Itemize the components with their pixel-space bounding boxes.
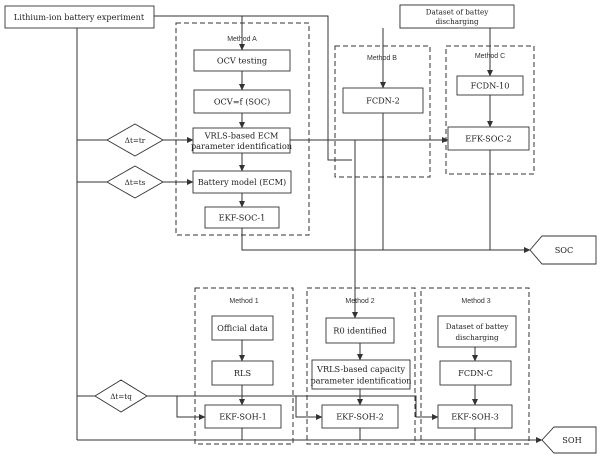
fcdn-10-label: FCDN-10 bbox=[471, 81, 510, 91]
official-data-node: Official data bbox=[211, 315, 274, 341]
dt-tq-to-ekfsoh1-arrow bbox=[147, 395, 206, 420]
dt-tq-to-ekfsoh2-arrow bbox=[177, 395, 323, 420]
fcdn-c-label: FCDN-C bbox=[458, 368, 493, 378]
method-b-label: Method B bbox=[367, 55, 397, 62]
dt-ts-decision: Δt=ts bbox=[106, 165, 164, 199]
vrls-ecm-line-2: parameter identification bbox=[191, 141, 293, 151]
ekf-soc-1-label: EKF-SOC-1 bbox=[219, 213, 266, 223]
fcdn-c-node: FCDN-C bbox=[439, 360, 512, 386]
battery-model-label: Battery model (ECM) bbox=[198, 177, 286, 187]
method-c-label: Method C bbox=[475, 53, 505, 60]
dt-tq-decision: Δt=tq bbox=[94, 379, 148, 413]
official-data-label: Official data bbox=[217, 323, 268, 333]
ekf-soh-3-label: EKF-SOH-3 bbox=[451, 412, 499, 422]
efk-soc-2-node: EFK-SOC-2 bbox=[447, 126, 530, 151]
soc-output: SOC bbox=[529, 235, 597, 265]
r0-label: R0 identified bbox=[333, 326, 386, 336]
lithium-to-methodb-line bbox=[154, 15, 352, 161]
rls-node: RLS bbox=[211, 360, 274, 386]
lithium-label: Lithium-ion battery experiment bbox=[14, 12, 145, 22]
dataset-bottom-node: Dataset of battey discharging bbox=[437, 315, 517, 348]
vrls-cap-line-1: VRLS-based capacity bbox=[316, 364, 405, 374]
rls-label: RLS bbox=[234, 368, 252, 378]
fcdn-2-node: FCDN-2 bbox=[342, 87, 424, 114]
ekf-soc-1-node: EKF-SOC-1 bbox=[204, 206, 280, 229]
dt-tr-decision: Δt=tr bbox=[106, 123, 164, 157]
ocv-testing-node: OCV testing bbox=[193, 49, 291, 72]
method-b-group bbox=[334, 45, 431, 178]
lithium-node: Lithium-ion battery experiment bbox=[4, 5, 155, 29]
ocv-testing-label: OCV testing bbox=[217, 56, 267, 66]
method-1-group bbox=[194, 287, 294, 445]
ekf-soh-1-node: EKF-SOH-1 bbox=[204, 404, 282, 429]
dt-tq-label: Δt=tq bbox=[110, 392, 132, 401]
method-a-label: Method A bbox=[227, 36, 257, 43]
efk-soc-2-label: EFK-SOC-2 bbox=[465, 134, 512, 144]
ekf-soh-2-node: EKF-SOH-2 bbox=[321, 404, 399, 429]
method-3-group bbox=[420, 287, 530, 445]
method-2-label: Method 2 bbox=[345, 298, 374, 305]
ekf-soh-1-label: EKF-SOH-1 bbox=[219, 412, 267, 422]
method-2-group bbox=[306, 287, 416, 445]
ekf-soh-2-label: EKF-SOH-2 bbox=[336, 412, 384, 422]
soc-label: SOC bbox=[555, 245, 574, 255]
method-1-label: Method 1 bbox=[229, 298, 258, 305]
fcdn-10-node: FCDN-10 bbox=[456, 75, 524, 96]
vrls-cap-node: VRLS-based capacity parameter identifica… bbox=[310, 359, 412, 390]
method-c-group bbox=[445, 45, 535, 175]
vrls-ecm-line-1: VRLS-based ECM bbox=[204, 131, 279, 141]
method-3-label: Method 3 bbox=[461, 298, 490, 305]
dataset-bottom-line-1: Dataset of battey bbox=[446, 322, 510, 331]
dataset-top-line-1: Dataset of battey bbox=[426, 8, 490, 17]
connectors bbox=[76, 15, 543, 443]
r0-node: R0 identified bbox=[325, 317, 395, 344]
vrls-ecm-node: VRLS-based ECM parameter identification bbox=[191, 127, 293, 154]
dataset-top-line-2: discharging bbox=[435, 17, 478, 26]
ekfsoc1-to-soc-arrow bbox=[241, 228, 531, 253]
dataset-bottom-line-2: discharging bbox=[455, 333, 498, 342]
dataset-top-box: Dataset of battey discharging bbox=[399, 4, 515, 29]
method-a-group bbox=[175, 22, 310, 236]
ocv-soc-node: OCV=f (SOC) bbox=[193, 89, 291, 114]
battery-model-node: Battery model (ECM) bbox=[192, 170, 292, 194]
soh-output: SOH bbox=[541, 426, 597, 454]
dt-tr-label: Δt=tr bbox=[125, 136, 146, 145]
vrls-cap-line-2: parameter identification bbox=[310, 376, 412, 386]
ocv-soc-label: OCV=f (SOC) bbox=[214, 97, 270, 107]
fcdn-2-label: FCDN-2 bbox=[366, 96, 400, 106]
ekf-soh-3-node: EKF-SOH-3 bbox=[437, 404, 513, 429]
soh-label: SOH bbox=[562, 435, 581, 445]
dt-tq-to-ekfsoh3-arrow bbox=[296, 395, 439, 420]
dt-ts-label: Δt=ts bbox=[125, 178, 146, 187]
